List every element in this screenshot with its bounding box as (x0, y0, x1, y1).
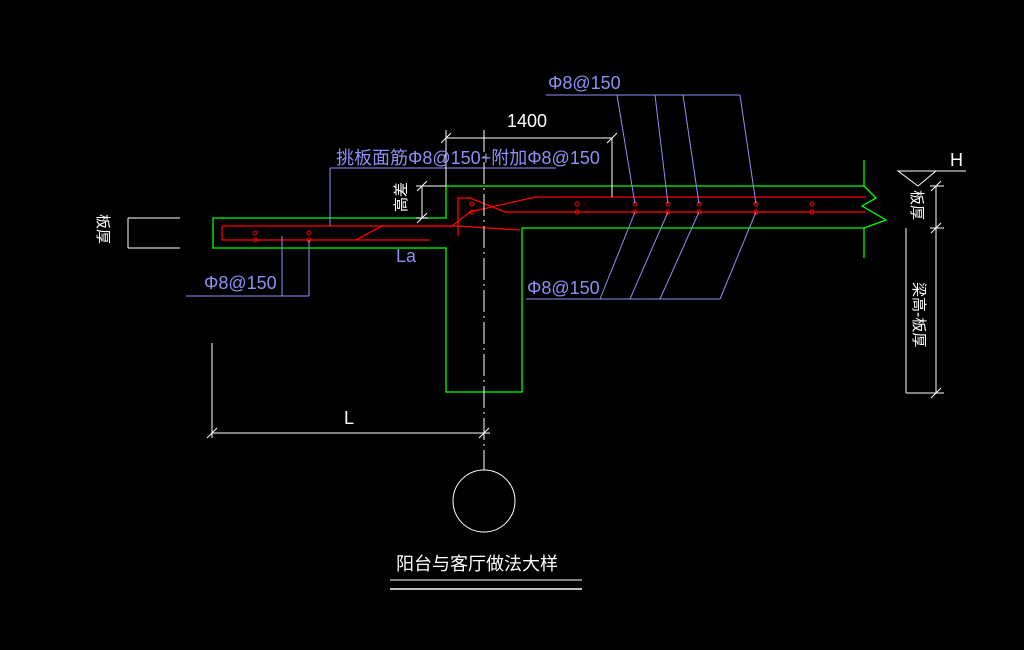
beam-height-slab: 梁高-板厚 (910, 282, 928, 347)
dim-1400: 1400 (507, 111, 547, 131)
dimension-lines (127, 130, 966, 590)
rebar-dots (252, 201, 815, 243)
slab-thickness-left: 板厚 (94, 214, 112, 244)
la-label: La (396, 246, 417, 266)
leader-lines (186, 94, 757, 300)
cantilever-bottom-bar: Φ8@150 (204, 273, 277, 293)
top-bar-spec: Φ8@150 (548, 73, 621, 93)
bottom-bar-spec: Φ8@150 (527, 278, 600, 298)
cantilever-top-bar: 挑板面筋Φ8@150+附加Φ8@150 (336, 148, 600, 168)
slab-thickness-right: 板厚 (908, 190, 926, 220)
height-diff: 高差 (392, 182, 410, 212)
drawing-title: 阳台与客厅做法大样 (396, 554, 558, 575)
h-label: H (950, 150, 963, 170)
l-label: L (344, 408, 354, 428)
concrete-outline (212, 160, 888, 393)
